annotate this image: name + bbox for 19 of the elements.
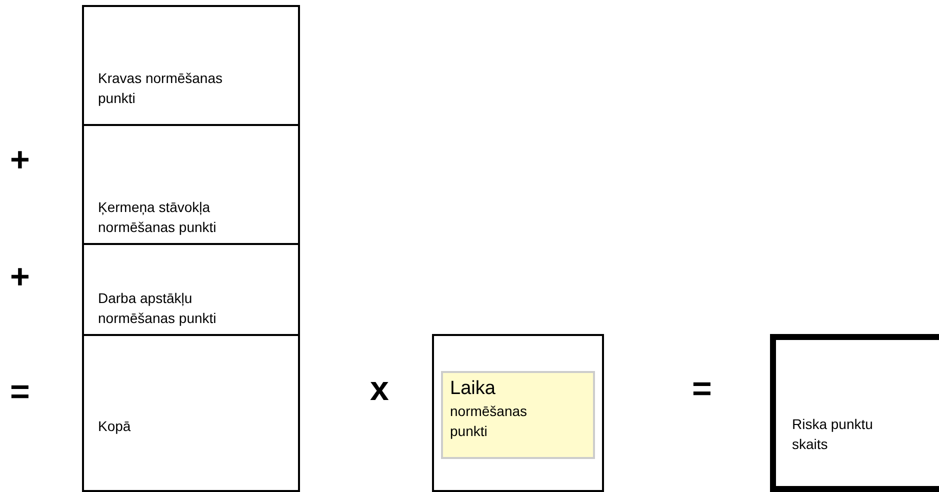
process-box bbox=[82, 124, 300, 245]
box-label: Ķermeņa stāvokļa normēšanas punkti bbox=[98, 198, 218, 237]
operator-sign: x bbox=[370, 372, 389, 406]
operator-sign: + bbox=[10, 260, 30, 294]
box-label: Darba apstākļu normēšanas punkti bbox=[98, 289, 218, 328]
process-box bbox=[82, 334, 300, 492]
process-box bbox=[82, 5, 300, 126]
process-box bbox=[432, 334, 604, 492]
operator-sign: = bbox=[692, 372, 712, 406]
box-heading: Laika bbox=[450, 377, 496, 401]
process-box bbox=[82, 243, 300, 336]
box-label: normēšanas punkti bbox=[450, 402, 528, 441]
box-label: Riska punktu skaits bbox=[792, 415, 874, 454]
operator-sign: = bbox=[10, 375, 30, 409]
result-box bbox=[770, 334, 939, 492]
operator-sign: + bbox=[10, 143, 30, 177]
box-label: Kopā bbox=[98, 417, 132, 436]
highlight-box bbox=[441, 371, 595, 459]
box-label: Kravas normēšanas punkti bbox=[98, 69, 224, 108]
